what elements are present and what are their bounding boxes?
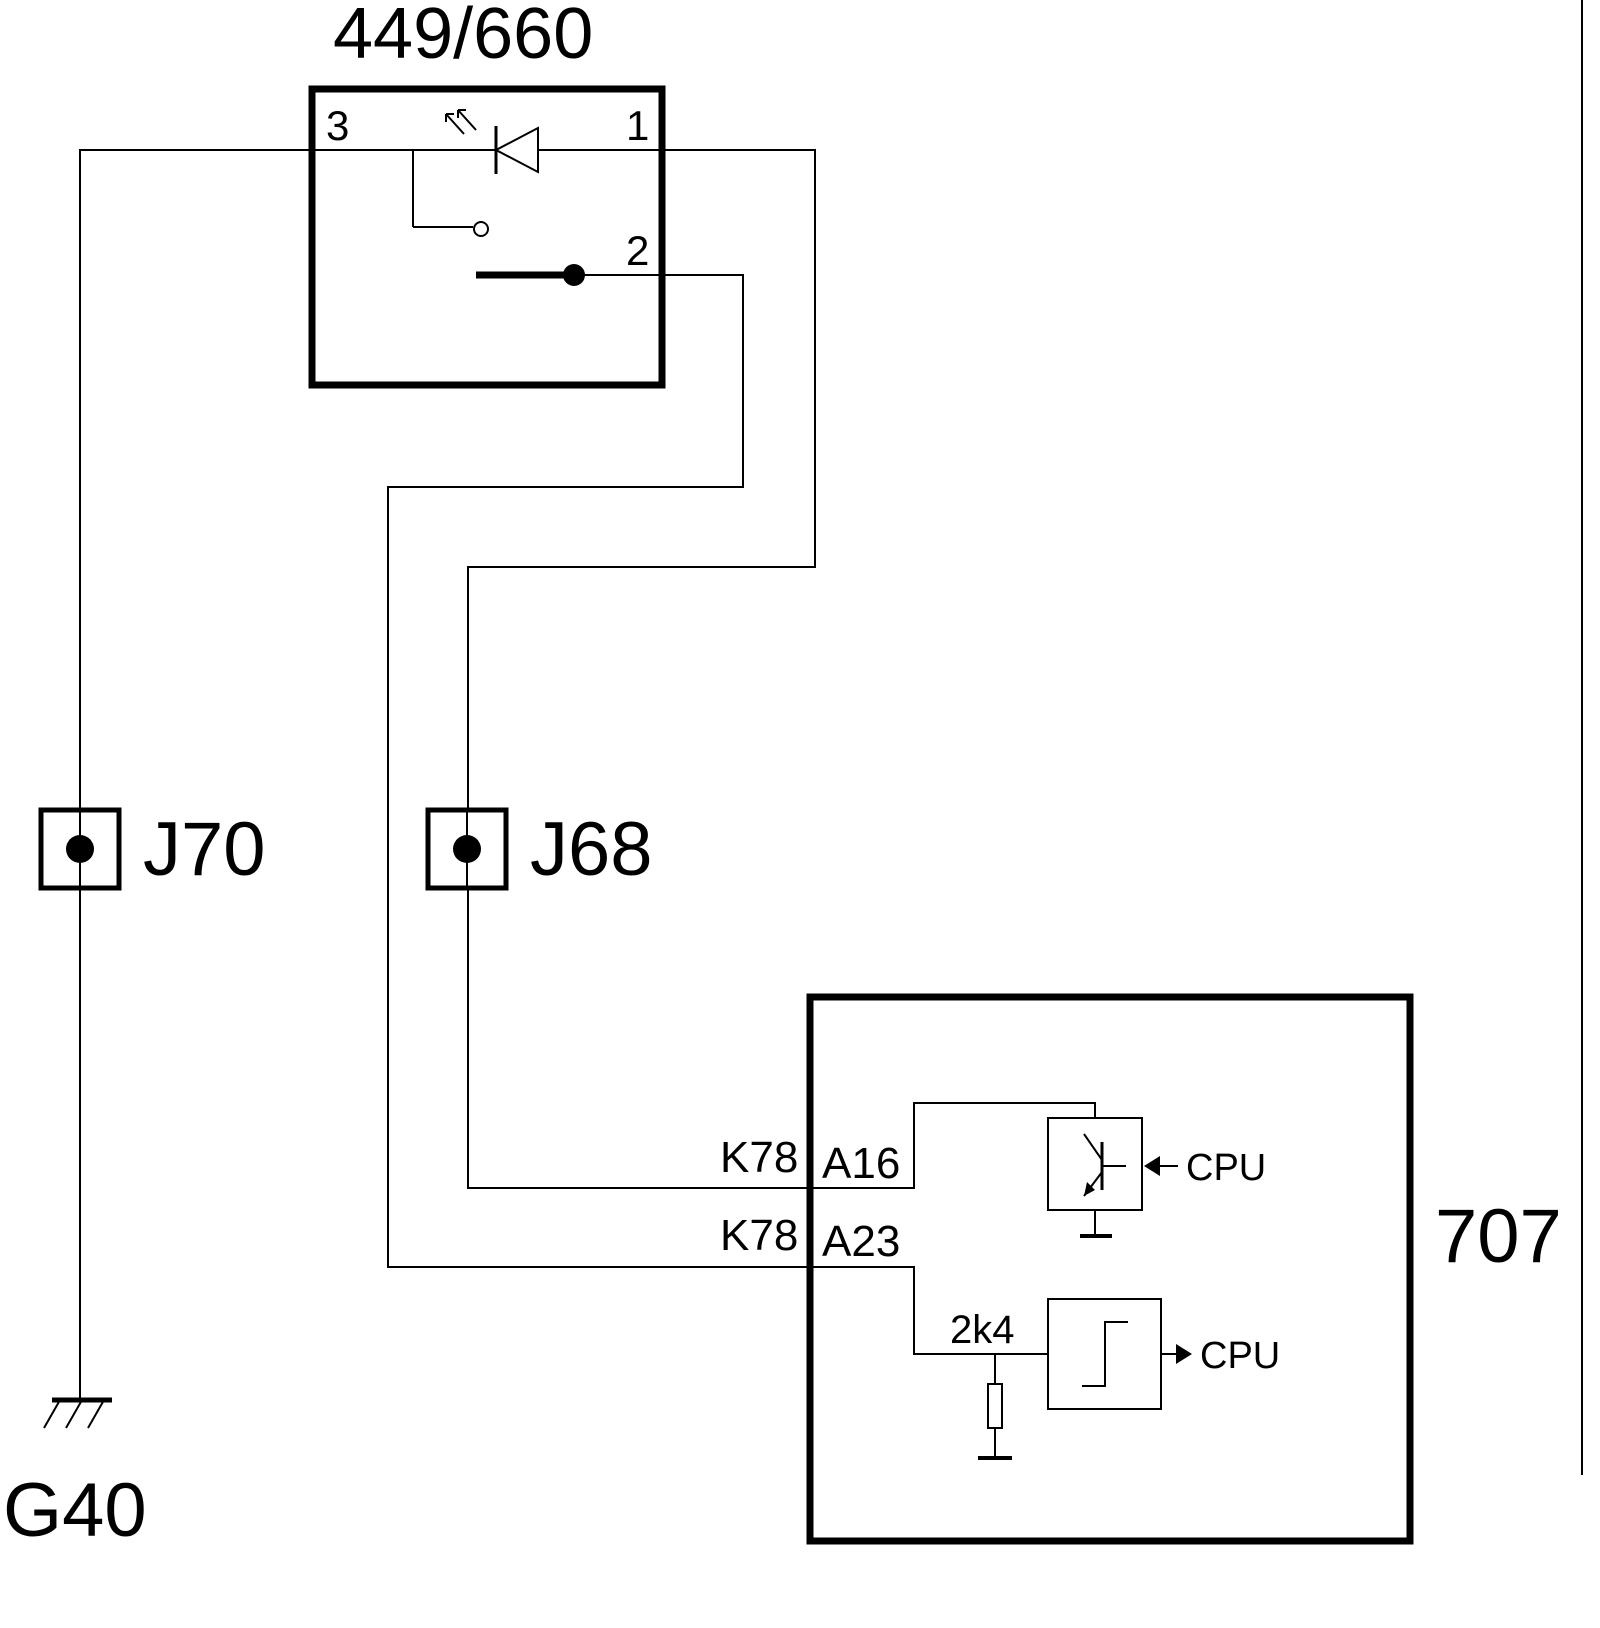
pin-a16-connector-label: K78 [720,1133,798,1182]
wire-pin2-a23 [387,274,1048,1355]
pin-2-label: 2 [626,227,649,274]
input-cpu-label: CPU [1186,1147,1266,1189]
switch-module-title: 449/660 [333,0,593,74]
control-unit: 707 K78 A16 K78 A23 CPU CPU [720,993,1562,1545]
schmitt-trigger-icon [1047,1298,1192,1410]
output-cpu-label: CPU [1200,1335,1280,1377]
connector-j68: J68 [425,807,653,892]
connector-j70-label: J70 [143,807,266,892]
led-icon [445,109,539,174]
pin-3-label: 3 [326,102,349,149]
ground-icon [43,1397,112,1429]
switch-contact-open [473,221,489,237]
connector-j68-label: J68 [530,807,653,892]
pin-1-label: 1 [626,102,649,149]
connector-j70: J70 [38,807,266,892]
switch-module: 449/660 3 1 2 [308,0,666,389]
resistor-icon [978,1354,1012,1460]
pin-a16-label: A16 [822,1139,900,1188]
switch-module-box [308,85,666,389]
transistor-driver-icon [1047,1103,1178,1238]
ground-label: G40 [3,1468,147,1553]
pin-a23-label: A23 [822,1217,900,1266]
wire-pin1-a16 [467,149,1096,1189]
control-unit-label: 707 [1435,1194,1562,1279]
resistor-value-label: 2k4 [950,1308,1015,1352]
pin-a23-connector-label: K78 [720,1211,798,1260]
wire-pin3-ground [79,149,312,1400]
control-unit-box [806,993,1414,1545]
